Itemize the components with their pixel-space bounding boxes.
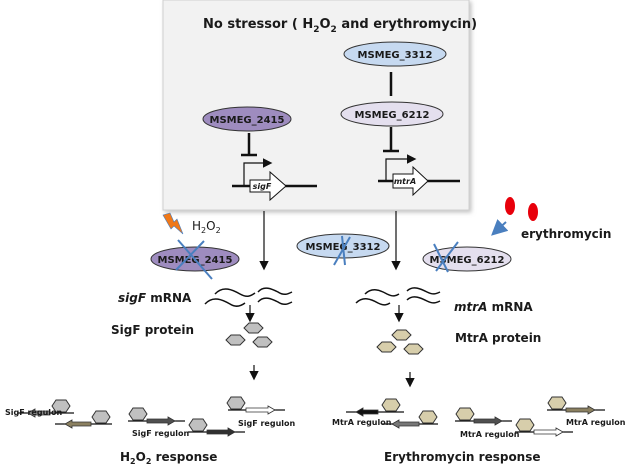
sigF-mrna-squiggles bbox=[204, 287, 293, 307]
regulon-gene bbox=[188, 418, 245, 437]
protein-hexagon-icon bbox=[91, 410, 111, 424]
sigF-protein-hexagons bbox=[225, 322, 273, 348]
lightning-icon bbox=[162, 212, 184, 235]
mtrA-regulon-label: MtrA regulon bbox=[332, 418, 392, 427]
erythromycin-molecule-icon bbox=[528, 203, 538, 221]
gene-arrow-icon bbox=[473, 416, 503, 426]
svg-text:sigF: sigF bbox=[253, 182, 272, 191]
inhibition-2415-sigF bbox=[241, 133, 257, 157]
svg-text:MSMEG_6212: MSMEG_6212 bbox=[355, 110, 430, 121]
regulon-gene bbox=[128, 407, 185, 426]
sigF-regulon-label: SigF regulon bbox=[132, 429, 190, 438]
h2o2-response-label: H2O2 response bbox=[120, 450, 217, 466]
mtrA-mrna-label: mtrA mRNA bbox=[454, 300, 533, 314]
gene-arrow-icon bbox=[146, 416, 176, 426]
gene-sigF: sigF bbox=[232, 158, 317, 202]
protein-hexagon-icon bbox=[51, 399, 71, 413]
regulon-gene bbox=[382, 410, 438, 429]
regulon-gene bbox=[346, 398, 404, 417]
svg-text:MSMEG_2415: MSMEG_2415 bbox=[210, 115, 285, 126]
protein-hexagon-icon bbox=[515, 418, 535, 432]
mtrA-regulon-label: MtrA regulon bbox=[566, 418, 625, 427]
erythromycin-response-label: Erythromycin response bbox=[384, 450, 541, 464]
gene-mtrA: mtrA bbox=[378, 154, 460, 197]
sigF-mrna-label: sigF mRNA bbox=[118, 291, 192, 305]
protein-hexagon-icon bbox=[226, 396, 246, 410]
regulon-gene bbox=[18, 399, 74, 418]
node-msmeg-6212: MSMEG_6212 bbox=[340, 101, 444, 127]
h2o2-label: H2O2 bbox=[192, 219, 221, 235]
mtrA-mrna-squiggles bbox=[355, 287, 441, 306]
node-msmeg-2415-inactivated: MSMEG_2415 bbox=[150, 239, 240, 280]
node-msmeg-3312: MSMEG_3312 bbox=[343, 41, 447, 67]
node-msmeg-3312-inactivated: MSMEG_3312 bbox=[296, 233, 390, 266]
svg-text:MSMEG_6212: MSMEG_6212 bbox=[430, 255, 505, 266]
protein-hexagon-icon bbox=[128, 407, 148, 421]
gene-arrow-icon bbox=[565, 405, 596, 415]
regulon-gene bbox=[226, 396, 285, 415]
sigF-regulon-label: SigF regulon bbox=[5, 408, 63, 417]
node-msmeg-2415: MSMEG_2415 bbox=[202, 106, 292, 132]
gene-arrow-icon bbox=[206, 427, 236, 437]
svg-text:MSMEG_3312: MSMEG_3312 bbox=[358, 50, 433, 61]
gene-arrow-icon bbox=[245, 405, 276, 415]
gene-arrow-icon bbox=[533, 427, 564, 437]
mtrA-protein-hexagons bbox=[376, 329, 424, 355]
gene-arrow-icon bbox=[391, 419, 420, 429]
mtrA-regulon-group bbox=[346, 396, 605, 437]
protein-hexagon-icon bbox=[418, 410, 438, 424]
cross-icon bbox=[177, 239, 213, 280]
mtrA-regulon-label: MtrA regulon bbox=[460, 430, 520, 439]
gene-arrow-icon bbox=[64, 419, 92, 429]
sigF-protein-label: SigF protein bbox=[111, 323, 194, 337]
gene-arrow-icon bbox=[355, 407, 379, 417]
protein-hexagon-icon bbox=[188, 418, 208, 432]
gene-arrow-icon bbox=[27, 408, 51, 418]
svg-text:mtrA: mtrA bbox=[394, 177, 416, 186]
regulon-gene bbox=[455, 407, 512, 426]
node-msmeg-6212-inactivated: MSMEG_6212 bbox=[422, 241, 512, 273]
regulon-gene bbox=[55, 410, 112, 429]
sigF-regulon-label: SigF regulon bbox=[238, 419, 296, 428]
mtrA-protein-label: MtrA protein bbox=[455, 331, 541, 345]
cross-icon bbox=[433, 243, 449, 273]
sigF-regulon-group bbox=[18, 396, 285, 437]
erythromycin-arrow bbox=[491, 218, 509, 236]
protein-hexagon-icon bbox=[381, 398, 401, 412]
no-stressor-heading: No stressor ( H2O2 and erythromycin) bbox=[203, 17, 477, 35]
inhibition-6212-mtrA bbox=[383, 127, 399, 153]
erythromycin-molecule-icon bbox=[505, 197, 515, 215]
regulon-gene bbox=[515, 418, 573, 437]
protein-hexagon-icon bbox=[547, 396, 567, 410]
erythromycin-label: erythromycin bbox=[521, 227, 611, 241]
protein-hexagon-icon bbox=[455, 407, 475, 421]
cross-icon bbox=[333, 236, 351, 266]
regulon-gene bbox=[547, 396, 605, 415]
